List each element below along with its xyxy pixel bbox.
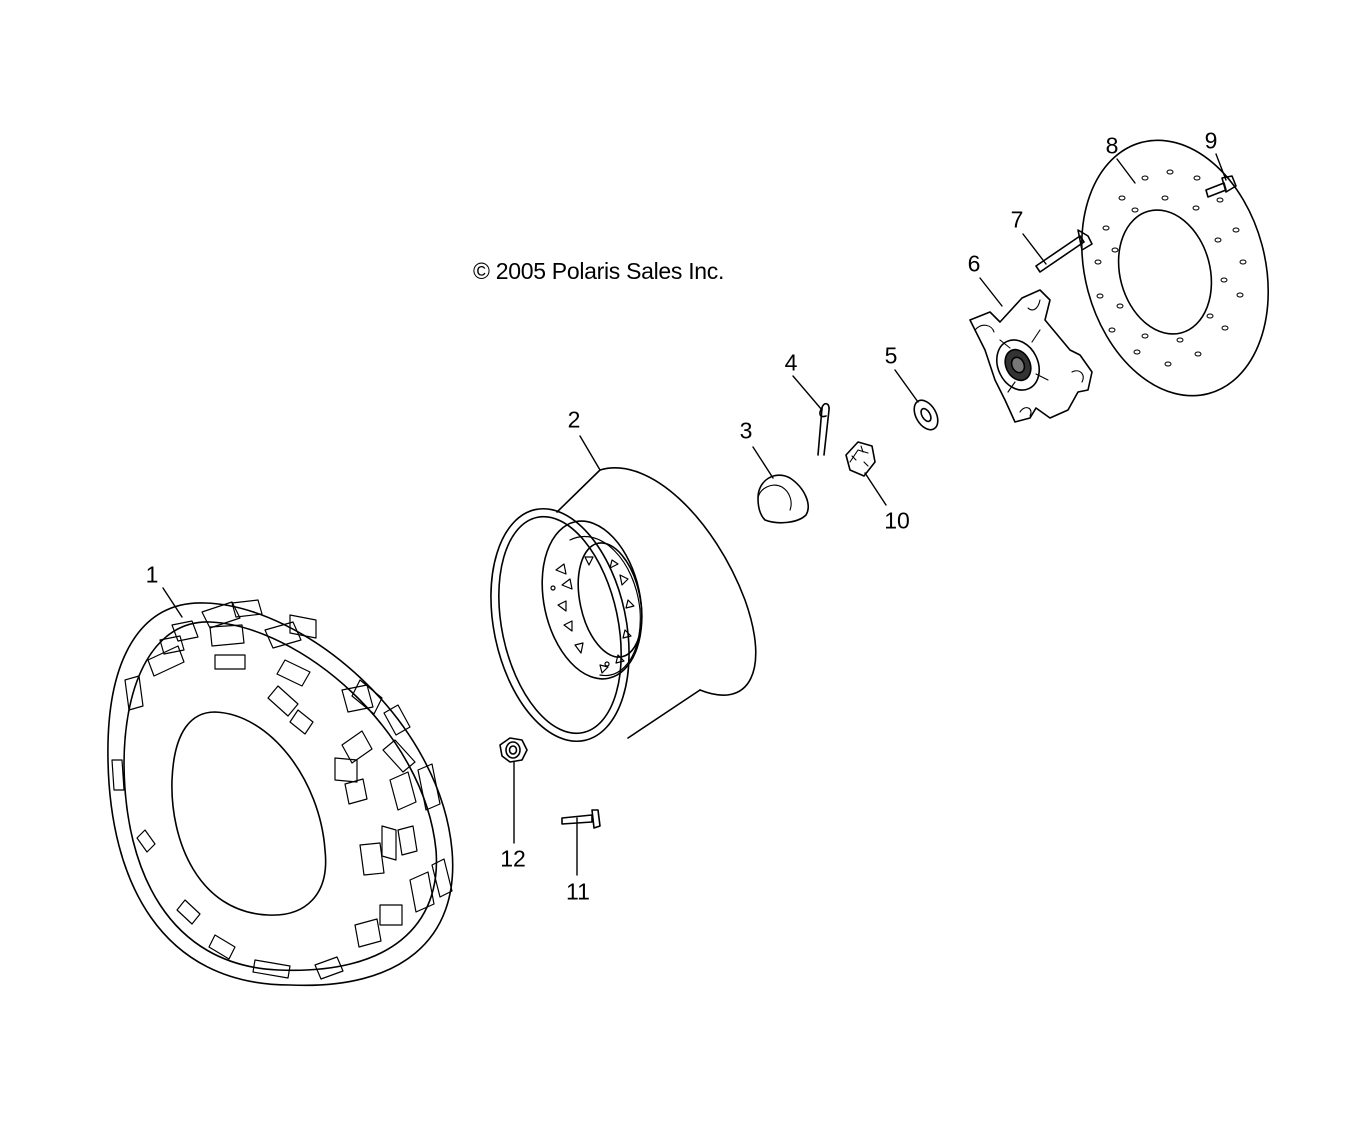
callout-cotter-pin: 4 (784, 349, 798, 376)
callout-hub-cap: 3 (739, 417, 753, 444)
callout-wheel-hub: 6 (967, 250, 981, 277)
callout-brake-disc: 8 (1105, 132, 1119, 159)
callout-disc-bolt: 9 (1204, 127, 1218, 154)
copyright-text: © 2005 Polaris Sales Inc. (473, 258, 725, 284)
callout-tire: 1 (145, 561, 159, 588)
callout-hub-stud: 7 (1010, 206, 1024, 233)
brake-disc-drawing (1080, 139, 1270, 397)
hub-stud-drawing (1035, 229, 1093, 273)
wheel-stud-drawing (561, 809, 601, 829)
castle-nut-drawing (845, 441, 876, 477)
callout-washer: 5 (884, 342, 898, 369)
callout-castle-nut: 10 (884, 507, 910, 534)
callout-wheel-rim: 2 (567, 406, 581, 433)
wheel-hub-drawing (969, 289, 1093, 423)
lug-nut-drawing (499, 737, 528, 763)
wheel-rim-drawing (490, 467, 757, 743)
washer-drawing (913, 399, 939, 431)
callout-wheel-stud: 11 (566, 878, 590, 905)
leader-lines (162, 153, 1227, 876)
hub-cap-drawing (757, 474, 809, 524)
cotter-pin-drawing (817, 402, 830, 456)
callout-lug-nut: 12 (500, 845, 526, 872)
disc-bolt-drawing (1205, 175, 1237, 198)
tire-drawing (107, 599, 454, 987)
